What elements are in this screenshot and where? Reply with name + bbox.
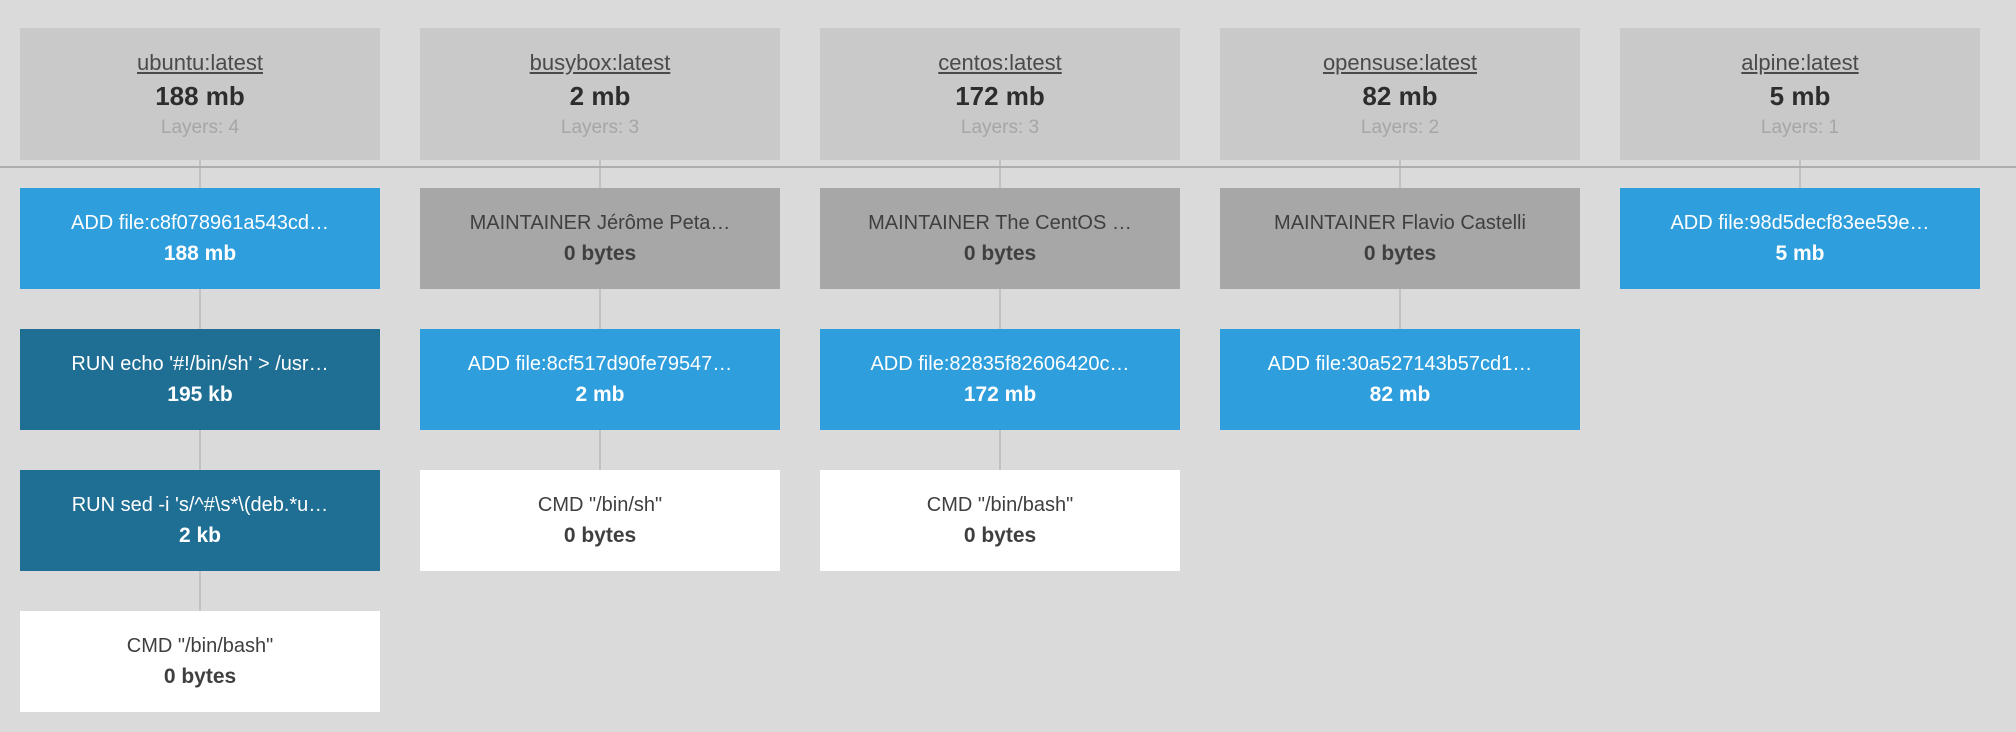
image-total-size: 188 mb [155,80,245,111]
layer-card[interactable]: CMD "/bin/sh" 0 bytes [420,470,780,571]
vertical-line [199,430,201,470]
layer-connector-line [20,289,380,329]
layer-command: MAINTAINER Jérôme Peta… [469,211,731,234]
image-total-size: 172 mb [955,80,1045,111]
layer-card[interactable]: MAINTAINER Flavio Castelli 0 bytes [1220,188,1580,289]
layer-size: 0 bytes [963,241,1037,265]
layer-connector-line [20,430,380,470]
layer-command: ADD file:82835f82606420c… [870,352,1130,375]
layer-command: RUN sed -i 's/^#\s*\(deb.*u… [71,493,329,516]
vertical-line [599,289,601,329]
image-header-card: opensuse:latest 82 mb Layers: 2 [1220,28,1580,160]
image-total-size: 2 mb [569,80,631,111]
layer-card[interactable]: RUN sed -i 's/^#\s*\(deb.*u… 2 kb [20,470,380,571]
layer-command: MAINTAINER The CentOS … [868,211,1132,234]
image-layer-count: Layers: 1 [1760,116,1840,138]
layer-card[interactable]: MAINTAINER Jérôme Peta… 0 bytes [420,188,780,289]
image-column: ubuntu:latest 188 mb Layers: 4 ADD file:… [20,28,380,712]
vertical-line [999,160,1001,188]
layer-card[interactable]: CMD "/bin/bash" 0 bytes [20,611,380,712]
image-header-card: ubuntu:latest 188 mb Layers: 4 [20,28,380,160]
vertical-line [999,430,1001,470]
image-column: centos:latest 172 mb Layers: 3 MAINTAINE… [820,28,1180,712]
image-name-link[interactable]: alpine:latest [1741,49,1859,75]
layer-connector-line [1220,289,1580,329]
base-image-divider [0,166,2016,168]
layer-command: CMD "/bin/sh" [537,493,663,516]
layer-command: CMD "/bin/bash" [926,493,1074,516]
vertical-line [1399,289,1401,329]
layer-command: ADD file:c8f078961a543cd… [71,211,329,234]
image-layer-count: Layers: 3 [560,116,640,138]
image-total-size: 5 mb [1769,80,1831,111]
image-total-size: 82 mb [1362,80,1438,111]
layer-command: ADD file:8cf517d90fe79547… [467,352,733,375]
layer-command: CMD "/bin/bash" [126,634,274,657]
layer-card[interactable]: RUN echo '#!/bin/sh' > /usr… 195 kb [20,329,380,430]
image-columns: ubuntu:latest 188 mb Layers: 4 ADD file:… [20,28,1980,712]
image-column: busybox:latest 2 mb Layers: 3 MAINTAINER… [420,28,780,712]
image-column: opensuse:latest 82 mb Layers: 2 MAINTAIN… [1220,28,1580,712]
vertical-line [1399,160,1401,188]
layer-size: 172 mb [963,382,1037,406]
image-name-link[interactable]: centos:latest [938,49,1062,75]
vertical-line [199,571,201,611]
layer-connector-line [20,571,380,611]
layer-connector-line [420,430,780,470]
layer-card[interactable]: ADD file:98d5decf83ee59e… 5 mb [1620,188,1980,289]
image-layer-count: Layers: 2 [1360,116,1440,138]
layer-connector-line [420,289,780,329]
layer-card[interactable]: ADD file:8cf517d90fe79547… 2 mb [420,329,780,430]
layer-command: MAINTAINER Flavio Castelli [1274,211,1526,234]
layer-size: 0 bytes [563,241,637,265]
image-column: alpine:latest 5 mb Layers: 1 ADD file:98… [1620,28,1980,712]
vertical-line [599,160,601,188]
layer-card[interactable]: CMD "/bin/bash" 0 bytes [820,470,1180,571]
image-layer-count: Layers: 3 [960,116,1040,138]
vertical-line [199,289,201,329]
layer-connector-line [820,160,1180,188]
layer-size: 195 kb [167,382,233,406]
layer-card[interactable]: MAINTAINER The CentOS … 0 bytes [820,188,1180,289]
image-header-card: alpine:latest 5 mb Layers: 1 [1620,28,1980,160]
layer-command: ADD file:30a527143b57cd1… [1267,352,1533,375]
vertical-line [599,430,601,470]
layer-size: 82 mb [1369,382,1431,406]
layer-size: 0 bytes [563,523,637,547]
image-layer-count: Layers: 4 [160,116,240,138]
layer-size: 188 mb [163,241,237,265]
layer-size: 0 bytes [963,523,1037,547]
layer-card[interactable]: ADD file:c8f078961a543cd… 188 mb [20,188,380,289]
layer-size: 0 bytes [163,664,237,688]
vertical-line [1799,160,1801,188]
layer-connector-line [1620,160,1980,188]
image-name-link[interactable]: ubuntu:latest [137,49,263,75]
layer-connector-line [20,160,380,188]
layer-size: 2 mb [575,382,625,406]
vertical-line [999,289,1001,329]
image-name-link[interactable]: opensuse:latest [1322,49,1478,75]
vertical-line [199,160,201,188]
layer-size: 5 mb [1775,241,1825,265]
layer-size: 2 kb [178,523,222,547]
image-header-card: busybox:latest 2 mb Layers: 3 [420,28,780,160]
layer-command: ADD file:98d5decf83ee59e… [1670,211,1930,234]
layer-card[interactable]: ADD file:82835f82606420c… 172 mb [820,329,1180,430]
layer-size: 0 bytes [1363,241,1437,265]
layer-connector-line [1220,160,1580,188]
layer-connector-line [820,430,1180,470]
layer-command: RUN echo '#!/bin/sh' > /usr… [71,352,329,375]
layer-connector-line [420,160,780,188]
image-name-link[interactable]: busybox:latest [529,49,671,75]
image-header-card: centos:latest 172 mb Layers: 3 [820,28,1180,160]
layer-connector-line [820,289,1180,329]
layer-card[interactable]: ADD file:30a527143b57cd1… 82 mb [1220,329,1580,430]
